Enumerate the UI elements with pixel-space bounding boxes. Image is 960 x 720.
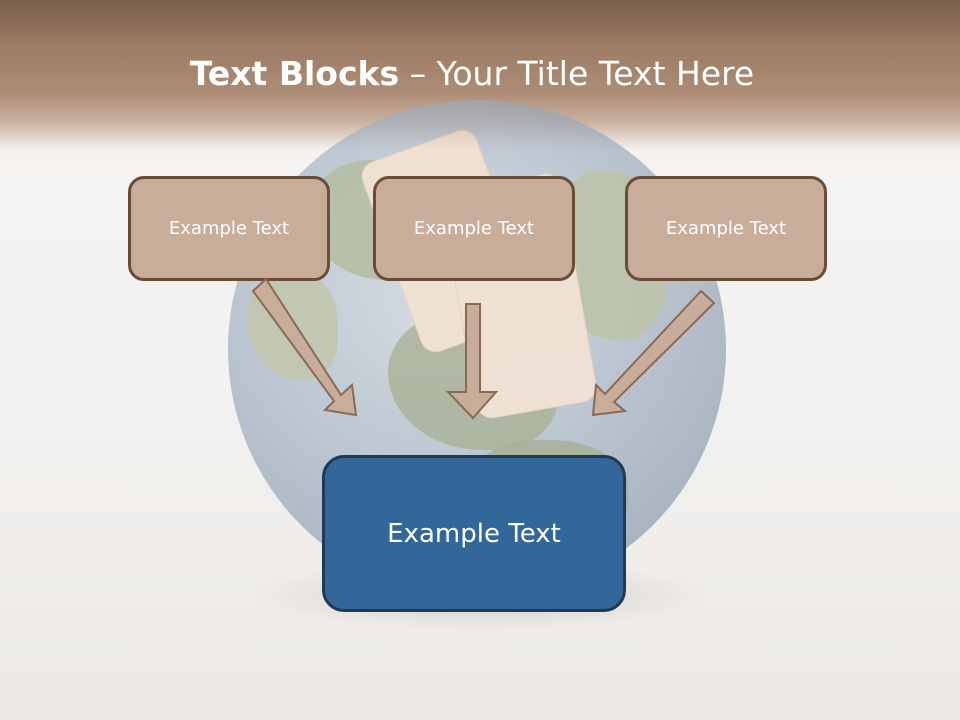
title-bold: Text Blocks <box>189 54 400 93</box>
text-block-right[interactable]: Example Text <box>625 176 827 281</box>
text-block-left[interactable]: Example Text <box>128 176 330 281</box>
title-rest: – Your Title Text Here <box>399 54 755 93</box>
text-block-center[interactable]: Example Text <box>373 176 575 281</box>
slide-title: Text Blocks – Your Title Text Here <box>0 54 944 93</box>
land-mass <box>248 270 338 380</box>
main-text-block[interactable]: Example Text <box>322 455 626 612</box>
